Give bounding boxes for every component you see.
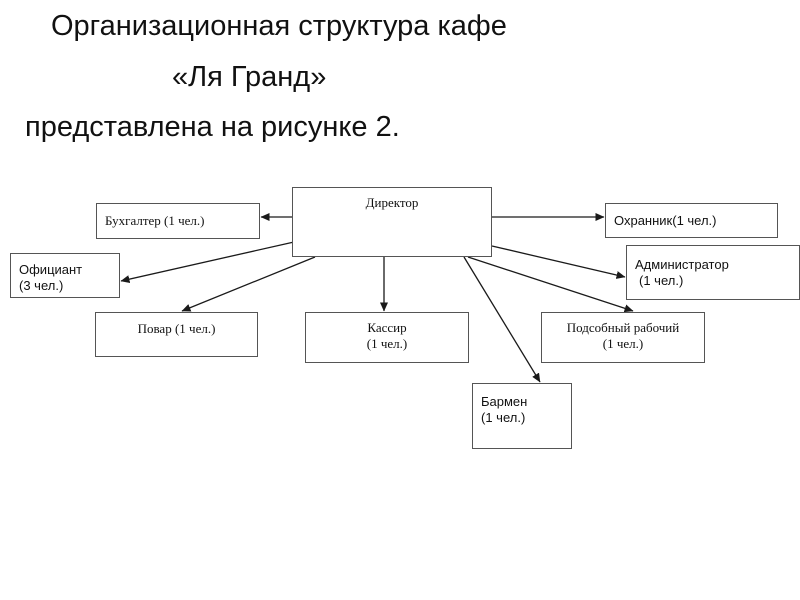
arrow-director-helper xyxy=(467,256,634,313)
node-waiter-label: Официант xyxy=(19,262,83,277)
arrow-director-waiter xyxy=(120,241,295,284)
node-director-label: Директор xyxy=(365,195,419,210)
node-security: Охранник(1 чел.) xyxy=(605,203,778,238)
node-bartender-label: Бармен xyxy=(481,394,528,409)
title-line-3: представлена на рисунке 2. xyxy=(25,111,400,143)
node-security-label: Охранник(1 чел.) xyxy=(614,213,717,228)
arrow-director-cook xyxy=(181,256,316,312)
node-accountant-label: Бухгалтер (1 чел.) xyxy=(105,213,205,228)
node-cook: Повар (1 чел.) xyxy=(95,312,258,357)
node-helper-count: (1 чел.) xyxy=(602,335,644,351)
node-helper-label: Подсобный рабочий xyxy=(566,320,680,335)
node-cook-label: Повар (1 чел.) xyxy=(137,321,216,336)
node-helper: Подсобный рабочий (1 чел.) xyxy=(541,312,705,363)
node-bartender-count: (1 чел.) xyxy=(481,409,526,425)
node-admin-count: (1 чел.) xyxy=(639,272,684,288)
node-admin: Администратор (1 чел.) xyxy=(626,245,800,300)
node-cashier: Кассир (1 чел.) xyxy=(305,312,469,363)
title-line-1: Организационная структура кафе xyxy=(51,10,507,42)
node-cashier-count: (1 чел.) xyxy=(366,335,408,351)
arrow-director-admin xyxy=(491,245,626,279)
node-cashier-label: Кассир xyxy=(367,320,407,335)
title-line-2: «Ля Гранд» xyxy=(172,61,327,93)
node-admin-label: Администратор xyxy=(635,257,729,272)
node-waiter-count: (3 чел.) xyxy=(19,277,64,293)
node-director: Директор xyxy=(292,187,492,257)
node-bartender: Бармен (1 чел.) xyxy=(472,383,572,449)
node-accountant: Бухгалтер (1 чел.) xyxy=(96,203,260,239)
arrow-director-bartender xyxy=(463,256,541,383)
node-waiter: Официант (3 чел.) xyxy=(10,253,120,298)
